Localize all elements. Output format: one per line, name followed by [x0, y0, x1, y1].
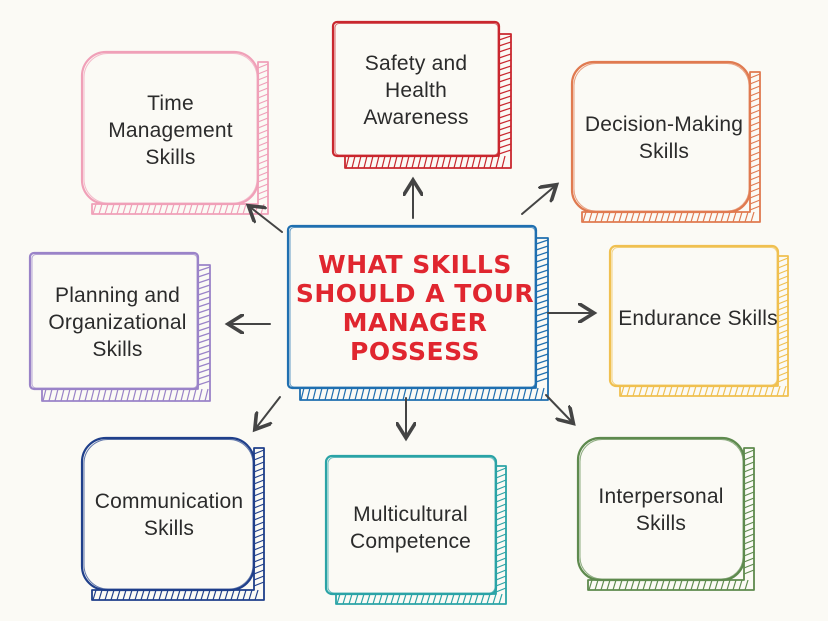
node-safety-text: Safety and Health Awareness [363, 51, 469, 129]
node-interpersonal: Interpersonal Skills [580, 440, 742, 580]
node-communication-text: Communication Skills [94, 490, 244, 540]
node-endurance-box [608, 244, 789, 397]
node-communication-box [80, 436, 265, 601]
node-multicultural-box [324, 454, 507, 605]
node-endurance-text: Endurance Skills [618, 306, 778, 330]
node-multicultural-text: Multicultural Competence [349, 503, 472, 553]
node-planning-text: Planning and Organizational Skills [48, 284, 187, 361]
node-safety: Safety and Health Awareness [335, 25, 497, 155]
node-time-text: Time Management Skills [108, 91, 233, 169]
node-endurance: Endurance Skills [612, 248, 784, 388]
node-time: Time Management Skills [83, 55, 258, 205]
node-decision-box [570, 60, 761, 223]
node-interpersonal-text: Interpersonal Skills [598, 485, 724, 535]
node-multicultural: Multicultural Competence [328, 458, 493, 598]
arrow-to-time [250, 207, 283, 233]
center-topic-text: WHAT SKILLS SHOULD A TOUR MANAGER POSSES… [295, 250, 535, 366]
node-communication: Communication Skills [84, 440, 254, 590]
center-topic: WHAT SKILLS SHOULD A TOUR MANAGER POSSES… [290, 228, 540, 388]
node-decision-text: Decision-Making Skills [584, 112, 744, 163]
node-safety-box [331, 20, 512, 169]
node-planning: Planning and Organizational Skills [30, 255, 205, 390]
arrow-to-interpersonal [545, 394, 572, 422]
node-planning-box [28, 251, 211, 402]
arrows [230, 182, 592, 436]
arrow-to-communication [256, 396, 281, 428]
node-interpersonal-box [576, 436, 755, 591]
node-decision: Decision-Making Skills [575, 65, 753, 210]
center-topic-box [286, 224, 549, 401]
arrow-to-decision [521, 186, 555, 215]
